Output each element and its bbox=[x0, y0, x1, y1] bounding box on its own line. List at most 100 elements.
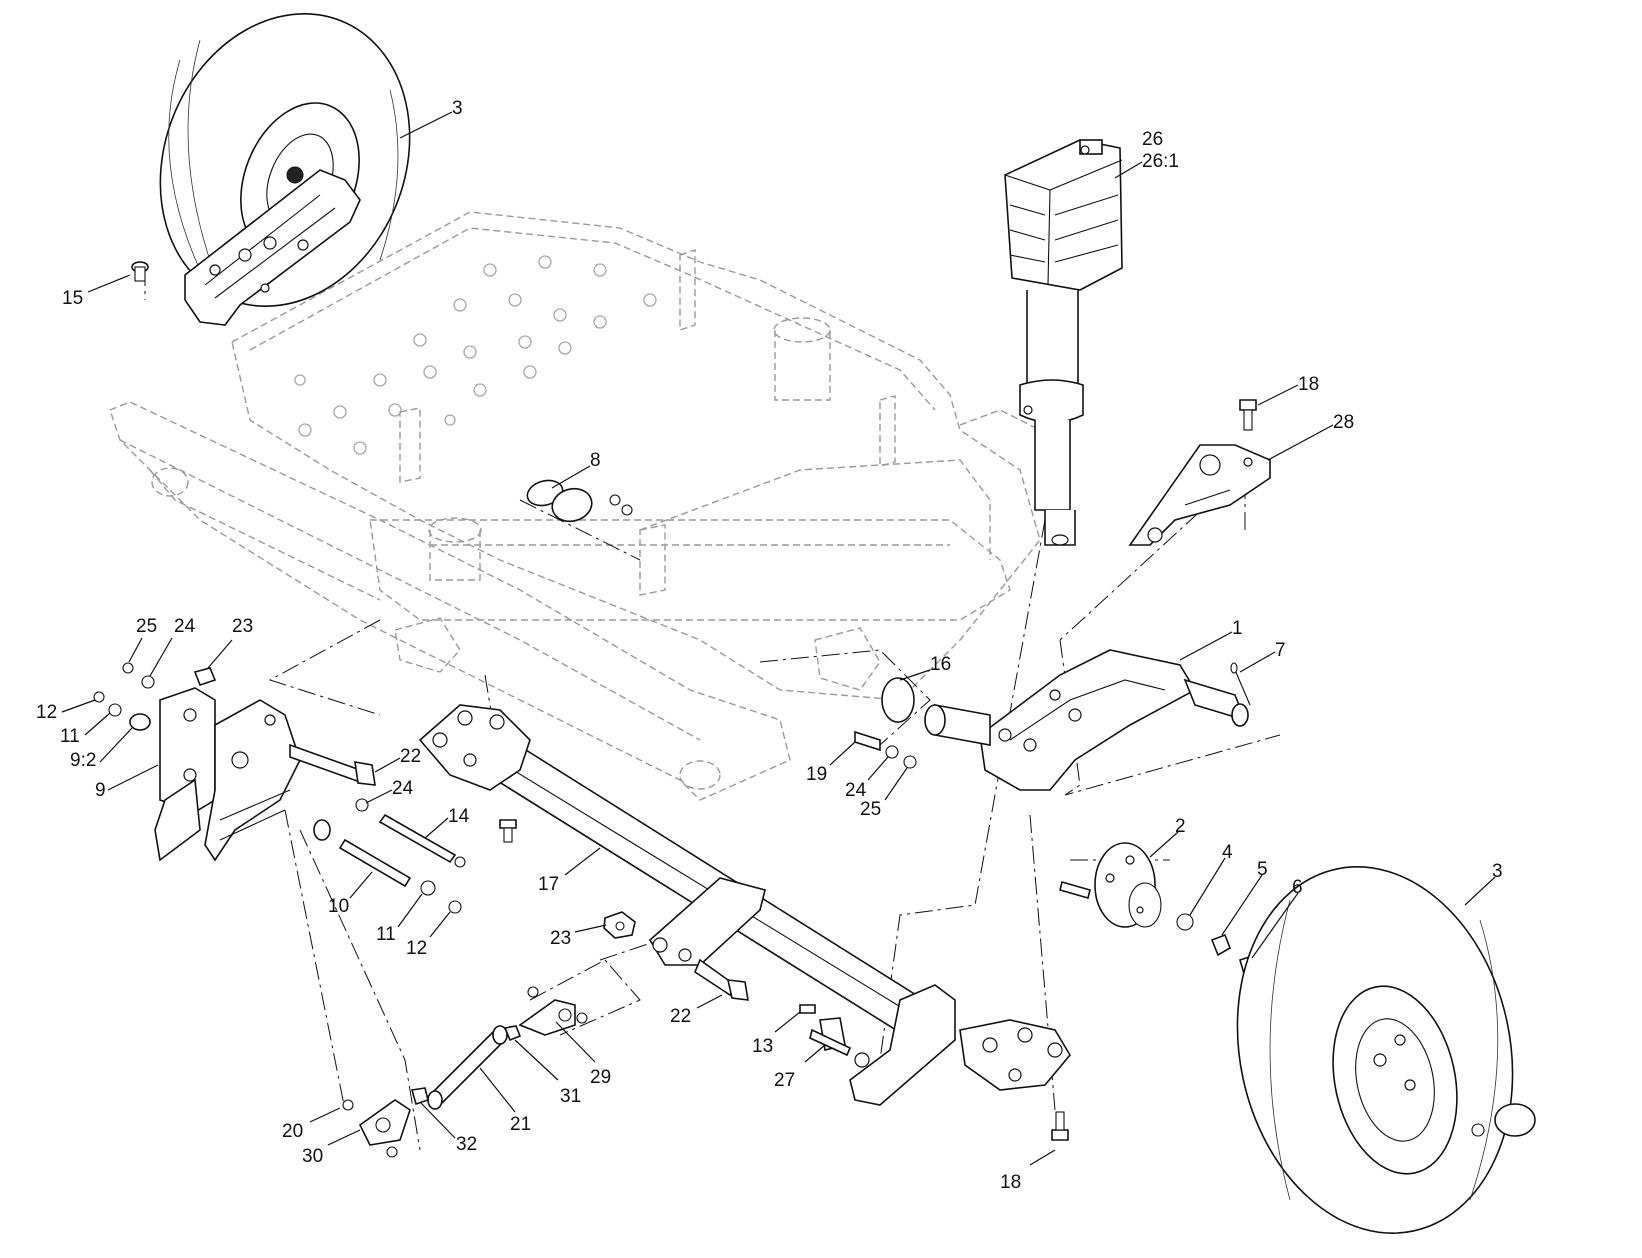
svg-text:2: 2 bbox=[1175, 816, 1186, 837]
wheel-hub-2 bbox=[1059, 842, 1261, 979]
svg-text:18: 18 bbox=[1298, 374, 1319, 395]
axle-beam-17 bbox=[418, 704, 1071, 1106]
svg-text:3: 3 bbox=[1492, 861, 1503, 882]
callout-3-top: 3 bbox=[399, 98, 463, 139]
bracket-28 bbox=[1128, 444, 1271, 546]
callout-3-right: 3 bbox=[1464, 861, 1503, 906]
callout-25-right: 25 bbox=[860, 767, 908, 820]
callout-24-left: 24 bbox=[149, 616, 196, 677]
callout-5: 5 bbox=[1221, 859, 1268, 936]
callout-12-mid: 12 bbox=[406, 911, 451, 959]
callout-15: 15 bbox=[62, 274, 131, 309]
svg-text:30: 30 bbox=[302, 1146, 323, 1167]
svg-text:24: 24 bbox=[392, 778, 414, 799]
svg-text:14: 14 bbox=[448, 806, 470, 827]
callout-24-mid: 24 bbox=[365, 778, 414, 804]
callout-13: 13 bbox=[752, 1011, 801, 1057]
bolt-18-top bbox=[1239, 399, 1257, 431]
svg-text:31: 31 bbox=[560, 1086, 581, 1107]
svg-text:25: 25 bbox=[860, 799, 881, 820]
svg-text:9:2: 9:2 bbox=[70, 750, 96, 771]
callout-28: 28 bbox=[1267, 412, 1354, 461]
svg-text:7: 7 bbox=[1275, 640, 1286, 661]
callout-21: 21 bbox=[479, 1067, 531, 1135]
wheel-right bbox=[1236, 866, 1536, 1234]
steering-actuator bbox=[1004, 139, 1123, 546]
callout-30: 30 bbox=[302, 1129, 361, 1167]
svg-text:21: 21 bbox=[510, 1114, 531, 1135]
left-hardware bbox=[93, 662, 466, 914]
callout-4: 4 bbox=[1189, 842, 1233, 916]
ghosted-frame bbox=[109, 211, 1041, 801]
callout-22-left: 22 bbox=[374, 746, 421, 773]
callout-2: 2 bbox=[1149, 816, 1186, 858]
svg-text:1: 1 bbox=[1232, 618, 1243, 639]
tie-rod-21 bbox=[342, 986, 588, 1158]
callout-12-left: 12 bbox=[36, 699, 96, 723]
svg-text:10: 10 bbox=[328, 896, 349, 917]
deck-hole-pattern bbox=[294, 255, 657, 455]
svg-text:27: 27 bbox=[774, 1070, 795, 1091]
callout-23-mid: 23 bbox=[550, 924, 607, 949]
svg-text:8: 8 bbox=[590, 450, 601, 471]
callout-7: 7 bbox=[1239, 640, 1286, 673]
callout-10: 10 bbox=[328, 871, 373, 917]
callout-9: 9 bbox=[95, 764, 159, 801]
seal-16 bbox=[881, 677, 915, 723]
svg-text:13: 13 bbox=[752, 1036, 773, 1057]
callout-32: 32 bbox=[419, 1101, 477, 1155]
svg-text:9: 9 bbox=[95, 780, 106, 801]
callout-11-left: 11 bbox=[60, 712, 111, 747]
svg-text:5: 5 bbox=[1257, 859, 1268, 880]
caster-wheel-top bbox=[159, 13, 411, 326]
callout-8: 8 bbox=[551, 450, 601, 489]
svg-text:3: 3 bbox=[452, 98, 463, 119]
callout-27: 27 bbox=[774, 1044, 826, 1091]
o-rings-8 bbox=[526, 479, 633, 523]
svg-text:22: 22 bbox=[670, 1006, 691, 1027]
callout-23-left: 23 bbox=[207, 616, 253, 669]
svg-text:26: 26 bbox=[1142, 129, 1163, 150]
callout-11-mid: 11 bbox=[376, 893, 423, 945]
svg-text:11: 11 bbox=[60, 726, 80, 747]
svg-text:6: 6 bbox=[1292, 877, 1303, 898]
callout-26: 26 bbox=[1142, 129, 1163, 150]
svg-text:23: 23 bbox=[232, 616, 253, 637]
cotter-pin-7 bbox=[1230, 662, 1251, 706]
spindle-arm-1 bbox=[924, 649, 1249, 791]
callout-14: 14 bbox=[424, 806, 470, 839]
svg-text:12: 12 bbox=[36, 702, 57, 723]
svg-text:16: 16 bbox=[930, 654, 951, 675]
svg-text:4: 4 bbox=[1222, 842, 1233, 863]
pivot-pin-19 bbox=[854, 730, 917, 769]
axle-hardware bbox=[603, 911, 852, 1057]
callout-31: 31 bbox=[514, 1039, 581, 1107]
svg-text:32: 32 bbox=[456, 1134, 477, 1155]
callout-17: 17 bbox=[538, 847, 601, 895]
svg-text:15: 15 bbox=[62, 288, 83, 309]
svg-text:18: 18 bbox=[1000, 1172, 1021, 1193]
bolt-18-bottom bbox=[1051, 1111, 1069, 1141]
callout-18-top: 18 bbox=[1257, 374, 1319, 406]
svg-text:22: 22 bbox=[400, 746, 421, 767]
svg-text:23: 23 bbox=[550, 928, 571, 949]
callout-6: 6 bbox=[1251, 877, 1303, 959]
callout-1: 1 bbox=[1179, 618, 1243, 661]
callout-24-right: 24 bbox=[845, 756, 889, 801]
callout-19: 19 bbox=[806, 741, 856, 785]
svg-text:24: 24 bbox=[845, 780, 867, 801]
svg-text:12: 12 bbox=[406, 938, 427, 959]
svg-text:28: 28 bbox=[1333, 412, 1354, 433]
svg-text:29: 29 bbox=[590, 1067, 611, 1088]
svg-text:26:1: 26:1 bbox=[1142, 151, 1179, 172]
callout-20: 20 bbox=[282, 1107, 341, 1142]
svg-text:17: 17 bbox=[538, 874, 559, 895]
svg-text:25: 25 bbox=[136, 616, 157, 637]
callout-16: 16 bbox=[899, 654, 951, 681]
svg-text:20: 20 bbox=[282, 1121, 303, 1142]
bolt-15 bbox=[131, 261, 149, 282]
callout-29: 29 bbox=[555, 1021, 611, 1088]
callout-25-left: 25 bbox=[128, 616, 157, 663]
